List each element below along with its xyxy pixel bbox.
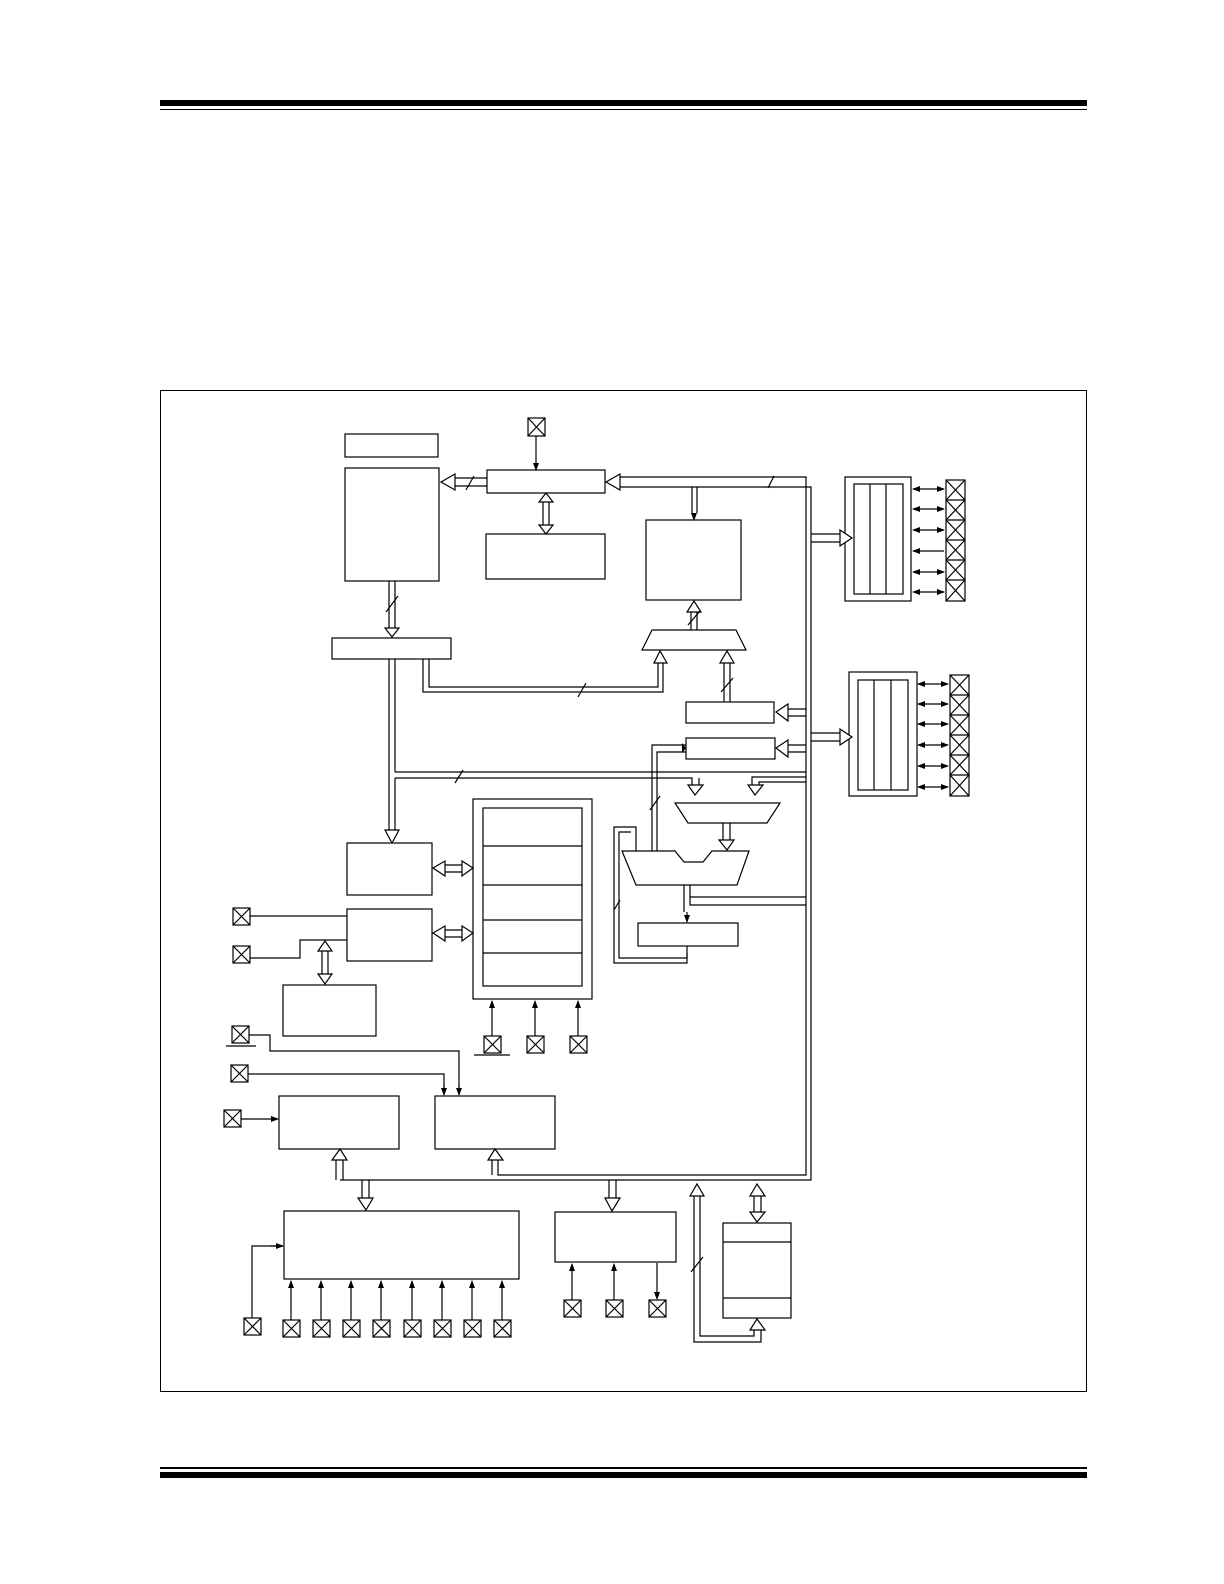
- analog-peripheral-block: [283, 1210, 520, 1280]
- stack-block: [485, 533, 606, 580]
- address-mux: [641, 629, 747, 651]
- timing-generation-block: [346, 908, 433, 962]
- pin-an1: [312, 1319, 331, 1338]
- pin-t3: [648, 1299, 667, 1318]
- pin-rf1: [483, 1035, 502, 1054]
- w-register-block: [637, 922, 739, 947]
- pin-mclr: [527, 417, 546, 437]
- pin-t2: [605, 1299, 624, 1318]
- data-bus-top: [497, 476, 807, 1176]
- program-memory-block: [344, 467, 440, 582]
- footer-rule-thin: [160, 1467, 1087, 1469]
- pin-rf3: [569, 1035, 588, 1054]
- fsr-register-block: [685, 701, 775, 724]
- pin-vdd: [230, 1064, 249, 1083]
- porta-inner: [853, 483, 904, 595]
- status-register-block: [685, 737, 776, 760]
- oscillator-block: [282, 984, 377, 1037]
- register-file-inner: [482, 807, 583, 987]
- header-rule-thick: [160, 100, 1087, 106]
- pin-an7: [493, 1319, 512, 1338]
- pin-mclr-left: [231, 1025, 250, 1044]
- portb-inner: [857, 679, 909, 791]
- porta-pins: [945, 479, 966, 602]
- pin-an0: [282, 1319, 301, 1338]
- power-up-timer-block: [278, 1095, 400, 1150]
- pin-t1: [563, 1299, 582, 1318]
- pin-osc1: [232, 907, 251, 926]
- alu-input-mux: [673, 802, 782, 824]
- pin-osc2: [232, 945, 251, 964]
- pin-vss: [223, 1109, 242, 1128]
- footer-rule-thick: [160, 1472, 1087, 1478]
- program-counter-block: [486, 469, 606, 494]
- ram-block: [645, 519, 742, 601]
- register-file-outer: [472, 798, 593, 1000]
- pin-an4: [403, 1319, 422, 1338]
- alu-feedback-loop: [613, 826, 688, 964]
- portb-pins: [949, 674, 970, 797]
- block-diagram-frame: [160, 390, 1087, 1392]
- instruction-register-block: [331, 637, 452, 660]
- watchdog-timer-block: [434, 1095, 556, 1150]
- program-memory-label-box: [344, 433, 439, 458]
- eeprom-block: [722, 1222, 792, 1319]
- pin-group: [223, 417, 970, 1338]
- pin-rf2: [526, 1035, 545, 1054]
- header-rule-thin: [160, 109, 1087, 110]
- timer-peripheral-block: [554, 1211, 677, 1263]
- porta-outer: [844, 476, 912, 602]
- pin-an3: [372, 1319, 391, 1338]
- pin-vref: [243, 1317, 262, 1336]
- instruction-decode-block: [346, 842, 433, 896]
- pin-an2: [342, 1319, 361, 1338]
- pin-an6: [463, 1319, 482, 1338]
- portb-outer: [848, 671, 918, 797]
- pin-an5: [433, 1319, 452, 1338]
- alu: [621, 850, 750, 886]
